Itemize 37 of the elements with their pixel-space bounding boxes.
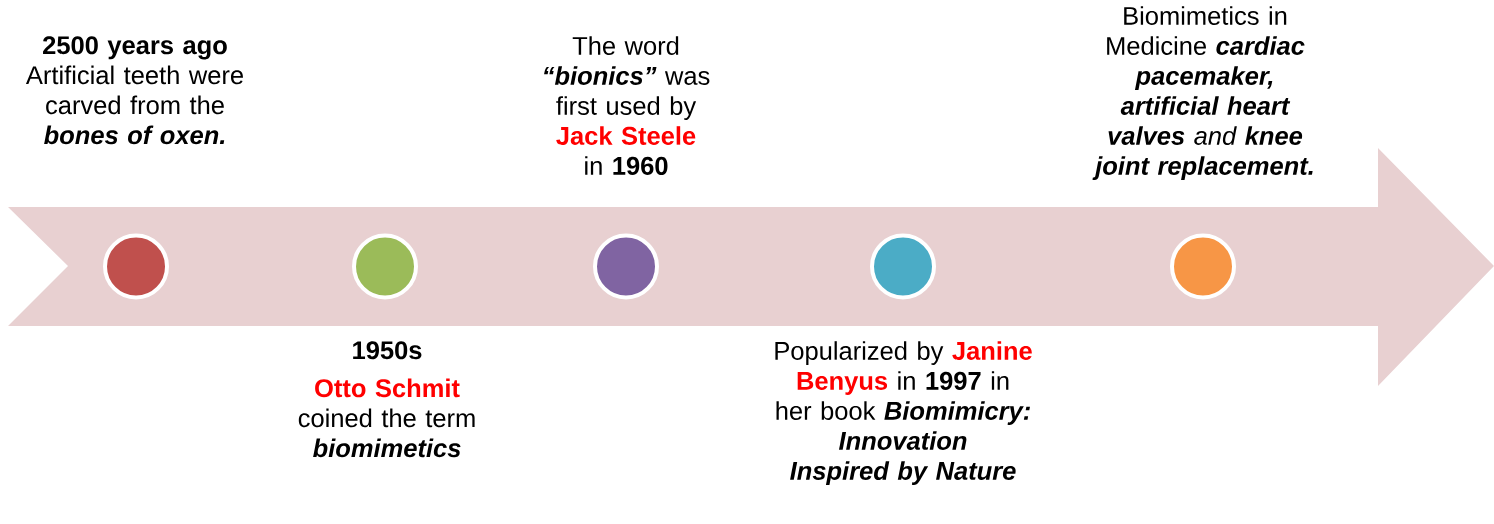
- timeline-dot: [103, 233, 169, 300]
- node-label: first used by: [556, 96, 697, 120]
- node-label: The word: [572, 36, 679, 55]
- node-label: pacemaker,: [1134, 66, 1273, 90]
- event-text: The word “bionics” was first used by Jack Steele in 1960: [544, 36, 710, 175]
- node-label: Janine: [952, 341, 1032, 360]
- node-label: joint replacement.: [1092, 156, 1313, 180]
- node-label: her book: [776, 401, 876, 420]
- node-label: Biomimicry:: [884, 401, 1030, 425]
- node-label: in 1960: [585, 156, 668, 175]
- node-label: Jack Steele: [556, 126, 696, 145]
- event-text: 1950s Otto Schmit coined the term biomimetics: [298, 341, 475, 458]
- node-label: Popularized by: [775, 341, 944, 365]
- node-label: biomimetics: [313, 438, 461, 458]
- event-text: 2500 years ago Artificial teeth were carved from the bones of oxen.: [25, 36, 243, 145]
- timeline-dot: [1170, 233, 1236, 300]
- node-label: “bionics”: [544, 66, 657, 85]
- node-label: cardiac: [1216, 36, 1305, 55]
- node-label: Medicine: [1107, 36, 1206, 55]
- node-label: Innovation: [839, 431, 967, 450]
- timeline-dot: [870, 233, 936, 300]
- timeline-dot: [352, 233, 418, 300]
- node-label: and: [1194, 126, 1237, 145]
- event-text: Biomimetics in Medicine cardiac pacemaker, artificial heart valves and knee joint replacement.: [1092, 6, 1313, 180]
- node-label: Benyus: [797, 372, 888, 395]
- node-label: in 1997 in: [898, 371, 1009, 390]
- node-label: 1950s: [353, 341, 422, 360]
- node-label: artificial heart: [1120, 96, 1291, 115]
- node-label: Inspired by Nature: [790, 461, 1016, 485]
- node-label: knee: [1245, 126, 1303, 145]
- timeline-dot: [593, 233, 659, 300]
- event-text: Popularized by Janine Benyus in 1997 in her book Biomimicry: Innovation Inspired by Nature: [775, 341, 1032, 485]
- node-label: Biomimetics in: [1124, 6, 1287, 25]
- node-label: valves: [1108, 126, 1185, 145]
- node-label: Otto Schmit: [315, 378, 460, 398]
- node-label: was: [664, 70, 710, 85]
- node-label: coined the term: [298, 408, 475, 428]
